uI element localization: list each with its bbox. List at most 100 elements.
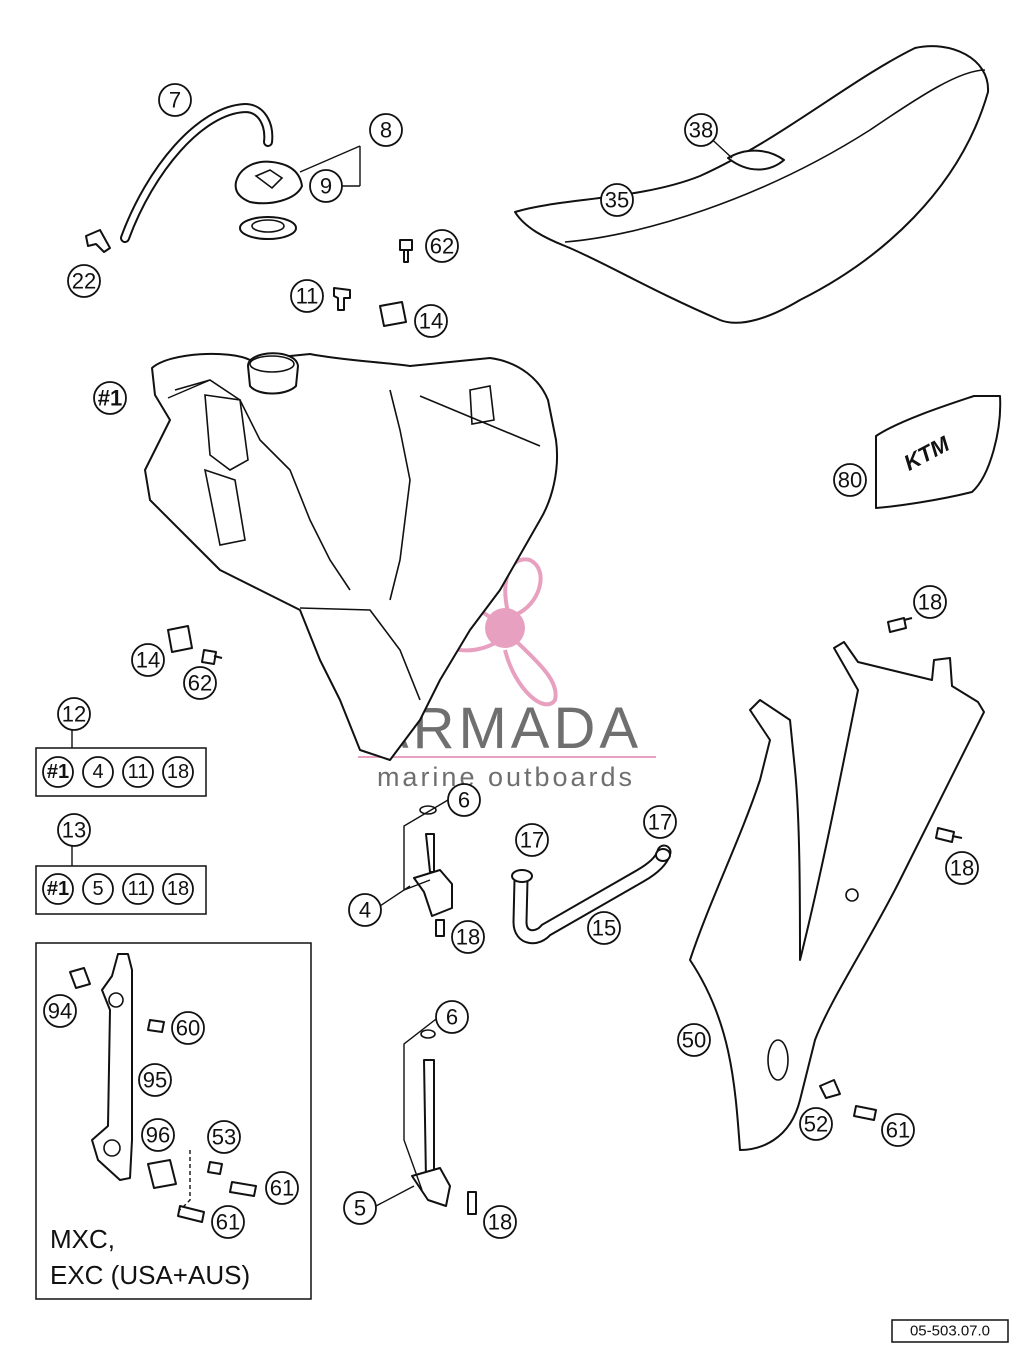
svg-text:61: 61 [886, 1118, 910, 1143]
svg-text:80: 80 [838, 468, 862, 493]
callout-7: 7 [158, 83, 192, 117]
callout-94: 94 [43, 994, 77, 1028]
callout-38: 38 [684, 113, 718, 147]
callout-1: #1 [93, 381, 127, 415]
shroud-bolt-upper [887, 617, 913, 633]
callout-9: 9 [309, 169, 343, 203]
propeller-hub [485, 608, 525, 648]
fuel-tank-contour [174, 379, 541, 701]
kit-12-label-text: 12 [62, 702, 86, 727]
svg-text:62: 62 [188, 671, 212, 696]
oring-upper [419, 805, 437, 815]
variant-inset-box [35, 942, 312, 1300]
callout-62-top: 62 [425, 229, 459, 263]
callout-6-upper: 6 [447, 783, 481, 817]
bracket-hole-lower [103, 1139, 121, 1157]
svg-text:15: 15 [592, 916, 616, 941]
kit-12-item: 4 [82, 756, 114, 788]
callout-6-lower: 6 [435, 1000, 469, 1034]
svg-text:5: 5 [354, 1196, 366, 1221]
kit-13-label: 13 [57, 813, 91, 847]
breather-hose-inner [122, 104, 272, 241]
svg-text:9: 9 [320, 174, 332, 199]
oring-lower [420, 1029, 436, 1039]
svg-text:96: 96 [146, 1123, 170, 1148]
svg-text:53: 53 [212, 1125, 236, 1150]
svg-text:52: 52 [804, 1112, 828, 1137]
callout-35: 35 [600, 183, 634, 217]
kit-12-item-text: 18 [167, 761, 189, 783]
hose-elbow-fitting [85, 229, 111, 253]
shroud-bolt-lower [853, 1105, 877, 1121]
hose-clamp-left [511, 869, 533, 883]
kit-13-item-text: 5 [92, 878, 103, 900]
tank-shroud [689, 641, 985, 1151]
shroud-hole-lower [767, 1039, 789, 1081]
seat-crease [564, 69, 986, 243]
kit-12-item: #1 [42, 756, 74, 788]
callout-18-tap4: 18 [451, 920, 485, 954]
rubber-bushing-top [379, 301, 407, 327]
svg-text:22: 22 [72, 269, 96, 294]
shroud-hole-upper [845, 888, 859, 902]
svg-text:17: 17 [520, 828, 544, 853]
kit-12-item: 11 [122, 756, 154, 788]
callout-17-left: 17 [515, 823, 549, 857]
svg-text:6: 6 [458, 788, 470, 813]
callout-5: 5 [343, 1191, 377, 1225]
kit-13-item: 11 [122, 873, 154, 905]
svg-text:18: 18 [456, 925, 480, 950]
tank-bolt-top [399, 239, 413, 263]
callout-4: 4 [348, 893, 382, 927]
svg-text:18: 18 [950, 856, 974, 881]
svg-text:11: 11 [296, 284, 319, 309]
callout-8: 8 [369, 113, 403, 147]
tank-cap-detail [254, 169, 284, 190]
kit-13-item-text: 11 [128, 878, 149, 900]
callout-61-inset-lower: 61 [211, 1205, 245, 1239]
svg-text:38: 38 [689, 118, 713, 143]
svg-text:7: 7 [169, 88, 181, 113]
svg-text:61: 61 [270, 1176, 294, 1201]
kit-12-box [35, 747, 207, 797]
bracket-bolt-lower [177, 1205, 205, 1223]
svg-text:50: 50 [682, 1028, 706, 1053]
callout-61-right: 61 [881, 1113, 915, 1147]
kit-12-item-text: 4 [92, 761, 103, 783]
svg-text:60: 60 [176, 1016, 200, 1041]
fuel-tank-neck [247, 352, 299, 395]
fuel-tap-screw-lower [467, 1191, 477, 1215]
callout-14-lower: 14 [131, 643, 165, 677]
kit-13-item: 18 [162, 873, 194, 905]
hose-clamp-right [655, 848, 671, 862]
callout-17-right: 17 [643, 805, 677, 839]
kit-13-item-text: 18 [167, 878, 189, 900]
kit-13-label-text: 13 [62, 818, 86, 843]
diagram-code: 05-503.07.0 [910, 1323, 990, 1340]
fuel-tap-lower-body [411, 1167, 451, 1207]
watermark-tagline: marine outboards [377, 762, 635, 792]
variant-note-line-2: EXC (USA+AUS) [50, 1260, 250, 1290]
callout-95: 95 [138, 1063, 172, 1097]
svg-text:61: 61 [216, 1210, 240, 1235]
kit-12-item-text: #1 [47, 761, 69, 783]
callout-80: 80 [833, 463, 867, 497]
kit-13-box [35, 865, 207, 915]
callout-60: 60 [171, 1011, 205, 1045]
kit-12-label: 12 [57, 697, 91, 731]
callout-53: 53 [207, 1120, 241, 1154]
callout-11: 11 [290, 279, 324, 313]
mounting-bracket [91, 953, 133, 1181]
callout-18-upper: 18 [913, 585, 947, 619]
callout-18-middle: 18 [945, 851, 979, 885]
callout-62-lower: 62 [183, 666, 217, 700]
tank-bolt-lower [201, 649, 223, 665]
callout-14-top: 14 [414, 304, 448, 338]
bracket-bushing [69, 967, 91, 989]
bracket-bolt-right [229, 1181, 257, 1197]
tank-decal [875, 395, 1002, 509]
callout-52: 52 [799, 1107, 833, 1141]
inset-leader [179, 1150, 191, 1211]
